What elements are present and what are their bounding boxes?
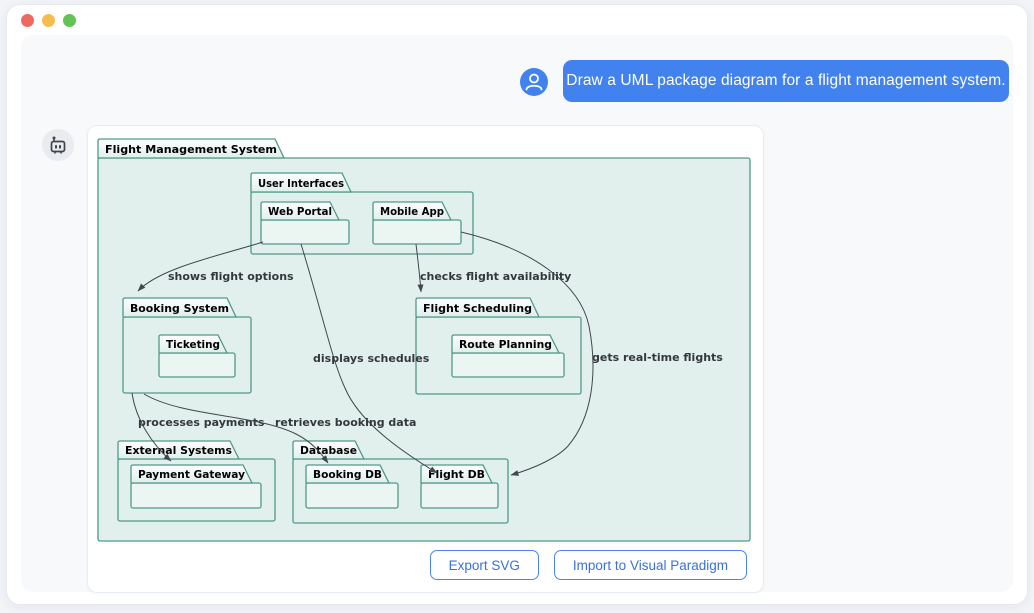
edge-mobile_app-to-flight_scheduling: [415, 243, 424, 293]
package-route_planning: Route Planning: [451, 334, 565, 378]
app-window: Draw a UML package diagram for a flight …: [6, 4, 1028, 605]
package-ticketing-tab: [158, 334, 229, 354]
package-flight_db-tab: [420, 464, 494, 484]
person-icon: [525, 73, 543, 91]
robot-icon: [50, 136, 66, 154]
package-booking_system-label: Booking System: [130, 302, 229, 315]
package-ticketing: Ticketing: [158, 334, 236, 378]
zoom-button[interactable]: [63, 13, 76, 27]
edge-e2-label: checks flight availability: [420, 270, 571, 283]
package-fms-label: Flight Management System: [105, 143, 277, 156]
package-payment_gateway-tab: [130, 464, 254, 484]
package-ui-tab: [250, 172, 353, 193]
package-external_systems-tab: [117, 440, 241, 460]
edge-e4-label: gets real-time flights: [592, 351, 723, 364]
package-booking_db-label: Booking DB: [313, 468, 382, 481]
package-mobile_app-tab: [372, 201, 453, 221]
minimize-button[interactable]: [42, 13, 55, 27]
edge-e5-label: processes payments: [138, 416, 265, 429]
window-titlebar: [7, 5, 1027, 35]
edge-e6-label: retrieves booking data: [275, 416, 416, 429]
package-ticketing-label: Ticketing: [166, 338, 220, 351]
package-booking_db: Booking DB: [305, 464, 399, 509]
package-payment_gateway: Payment Gateway: [130, 464, 262, 509]
package-flight_scheduling-tab: [415, 297, 541, 318]
package-booking_system-tab: [122, 297, 238, 318]
package-flight_db-label: Flight DB: [428, 468, 485, 481]
package-fms-tab: [97, 138, 286, 159]
package-flight_scheduling-label: Flight Scheduling: [423, 302, 532, 315]
package-route_planning-body: [451, 352, 565, 378]
user-avatar: [520, 68, 548, 96]
diagram-actions: Export SVG Import to Visual Paradigm: [429, 550, 747, 580]
package-mobile_app: Mobile App: [372, 201, 462, 245]
edge-web_portal-to-booking_system: [137, 241, 264, 292]
edge-e3-label: displays schedules: [313, 352, 430, 365]
package-mobile_app-label: Mobile App: [380, 205, 444, 218]
package-route_planning-tab: [451, 334, 561, 354]
package-web_portal: Web Portal: [260, 201, 350, 245]
edge-booking_system-to-booking_db: [143, 393, 329, 464]
package-database-label: Database: [300, 444, 357, 457]
package-web_portal-tab: [260, 201, 341, 221]
package-external_systems-label: External Systems: [125, 444, 232, 457]
package-database-tab: [292, 440, 366, 460]
export-svg-button[interactable]: Export SVG: [429, 550, 539, 580]
package-payment_gateway-label: Payment Gateway: [138, 468, 245, 481]
package-web_portal-body: [260, 219, 350, 245]
edge-booking_system-to-payment_gateway: [131, 392, 172, 462]
package-booking_db-body: [305, 482, 399, 509]
package-ticketing-body: [158, 352, 236, 378]
import-visual-paradigm-button[interactable]: Import to Visual Paradigm: [553, 550, 747, 580]
package-booking_db-tab: [305, 464, 391, 484]
package-route_planning-label: Route Planning: [459, 338, 552, 351]
edge-mobile_app-to-flight_db: [460, 231, 594, 476]
edge-web_portal-to-flight_db: [300, 243, 438, 474]
package-payment_gateway-body: [130, 482, 262, 509]
package-flight_db: Flight DB: [420, 464, 499, 509]
user-message-bubble: Draw a UML package diagram for a flight …: [563, 60, 1009, 102]
chat-content-area: Draw a UML package diagram for a flight …: [21, 35, 1013, 593]
close-button[interactable]: [21, 13, 34, 27]
bot-avatar: [42, 129, 74, 161]
package-ui-label: User Interfaces: [258, 177, 344, 190]
package-web_portal-label: Web Portal: [268, 205, 332, 218]
package-flight_db-body: [420, 482, 499, 509]
package-mobile_app-body: [372, 219, 462, 245]
edge-e1-label: shows flight options: [168, 270, 294, 283]
